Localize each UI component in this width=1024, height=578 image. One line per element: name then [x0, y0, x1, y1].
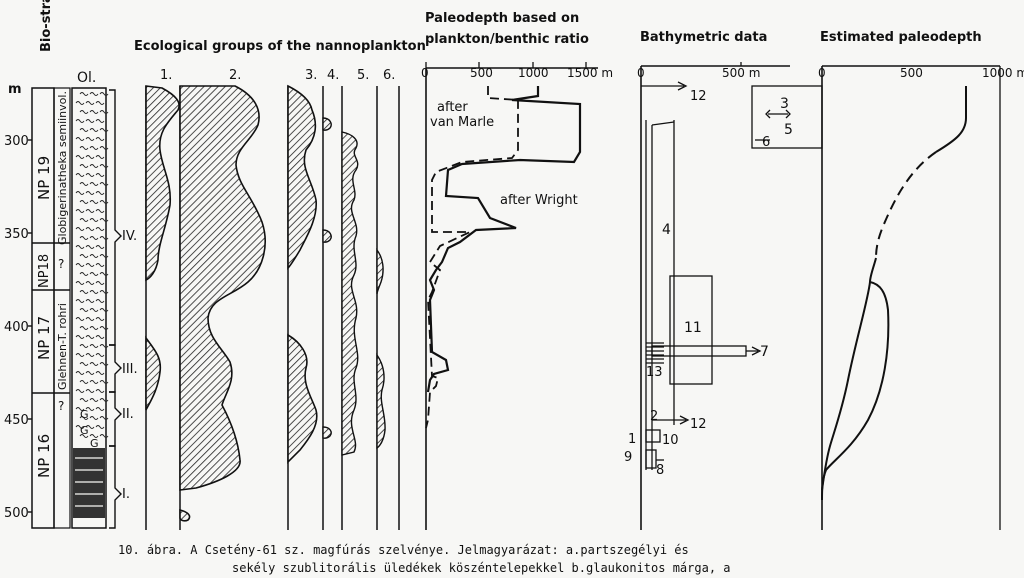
- biostratigraphy-column: Bio-stratigraphy NP 19 Globigerinatheka …: [31, 0, 71, 529]
- bathy-label-4: 4: [662, 222, 671, 238]
- cycle-iii: III.: [122, 362, 138, 377]
- group-1-label: 1.: [160, 68, 172, 83]
- estimated-lower-bound: [821, 281, 890, 501]
- ecological-groups-panel: Ecological groups of the nannoplankton 1…: [134, 39, 426, 530]
- bathy-label-1: 1: [628, 432, 636, 447]
- ratio-title-2: plankton/benthic ratio: [425, 32, 589, 47]
- label-after-van-marle-1: after: [437, 100, 468, 115]
- bathy-label-13: 13: [646, 365, 663, 380]
- bathy-label-11: 11: [684, 320, 702, 336]
- bathy-label-8: 8: [656, 463, 664, 478]
- group-5-label: 5.: [357, 68, 369, 83]
- estimated-solid-upper: [935, 86, 967, 153]
- estimated-paleodepth-panel: Estimated paleodepth 0 500 1000 m: [818, 30, 1024, 530]
- bathymetric-title: Bathymetric data: [640, 30, 767, 45]
- biostratigraphy-header: Bio-stratigraphy: [39, 0, 54, 52]
- est-tick-1000: 1000 m: [982, 66, 1024, 80]
- zone-np17: NP 17: [35, 316, 53, 360]
- estimated-upper-bound: [821, 257, 877, 491]
- ratio-title-1: Paleodepth based on: [425, 11, 579, 26]
- estimated-title: Estimated paleodepth: [820, 30, 982, 45]
- lithology-column: Ol. G G G: [71, 70, 109, 529]
- label-after-wright: after Wright: [500, 193, 578, 208]
- depth-tick-label: 400: [4, 320, 29, 335]
- wright-curve: [426, 86, 582, 393]
- zone-np19: NP 19: [35, 156, 53, 200]
- cycle-i: I.: [122, 487, 130, 502]
- bathy-label-12-top: 12: [690, 89, 707, 104]
- group-5-curve: [341, 131, 359, 456]
- group-3-curve: [287, 84, 317, 270]
- svg-text:G: G: [80, 408, 89, 421]
- estimated-dashed: [875, 151, 937, 259]
- est-tick-500: 500: [900, 66, 923, 80]
- group-2-label: 2.: [229, 68, 241, 83]
- svg-text:G: G: [90, 437, 99, 450]
- svg-text:G: G: [80, 424, 89, 437]
- zone-np18: NP18: [37, 254, 52, 288]
- zone-np19-sub: Globigerinatheka semiinvol.: [56, 91, 69, 245]
- ratio-tick-1000: 1000: [518, 66, 549, 80]
- lithology-header: Ol.: [77, 70, 96, 86]
- zone-np16-sub: ?: [58, 399, 64, 413]
- bathy-tick-500: 500 m: [722, 66, 760, 80]
- group-2-curve: [179, 85, 266, 491]
- group-6-label: 6.: [383, 68, 395, 83]
- group-4-curve: [322, 117, 332, 439]
- bathy-label-12-bottom: 12: [690, 417, 707, 432]
- paleodepth-ratio-panel: Paleodepth based on plankton/benthic rat…: [421, 11, 613, 530]
- van-marle-curve: [425, 86, 519, 429]
- bathy-label-10: 10: [662, 433, 679, 448]
- ratio-tick-0: 0: [421, 66, 429, 80]
- group-1-curve: [145, 85, 180, 282]
- depth-unit: m: [8, 82, 22, 97]
- group-6-curve: [376, 247, 386, 450]
- ecological-title: Ecological groups of the nannoplankton: [134, 39, 426, 54]
- bathy-label-9: 9: [624, 450, 632, 465]
- depth-axis: m 300 350 400 450 500: [4, 82, 32, 521]
- bathy-label-6: 6: [762, 135, 770, 150]
- ratio-tick-500: 500: [470, 66, 493, 80]
- label-after-van-marle-2: van Marle: [430, 115, 494, 130]
- bathy-tick-0: 0: [637, 66, 645, 80]
- cycle-ii: II.: [122, 407, 134, 422]
- zone-np18-sub: ?: [58, 257, 64, 271]
- caption-line-2: sekély szublitorális üledékek köszéntele…: [232, 561, 731, 575]
- bathy-label-5: 5: [784, 122, 793, 138]
- cycle-brackets: [109, 89, 122, 529]
- bathy-label-2: 2: [650, 409, 658, 424]
- zone-np17-sub: Glehnen-T. rohri: [56, 303, 69, 390]
- est-tick-0: 0: [818, 66, 826, 80]
- caption-line-1: 10. ábra. A Csetény-61 sz. magfúrás szel…: [118, 543, 689, 557]
- group-3-label: 3.: [305, 68, 317, 83]
- zone-np16: NP 16: [35, 434, 53, 478]
- bathymetric-panel: Bathymetric data 0 500 m: [624, 30, 823, 530]
- bathy-label-7: 7: [760, 344, 769, 360]
- depth-tick-label: 500: [4, 506, 29, 521]
- depth-tick-label: 350: [4, 227, 29, 242]
- ratio-tick-1500: 1500 m: [567, 66, 613, 80]
- bathy-label-3: 3: [780, 96, 789, 112]
- group-4-label: 4.: [327, 68, 339, 83]
- cycle-iv: IV.: [122, 229, 137, 244]
- depth-tick-label: 300: [4, 134, 29, 149]
- depth-tick-label: 450: [4, 413, 29, 428]
